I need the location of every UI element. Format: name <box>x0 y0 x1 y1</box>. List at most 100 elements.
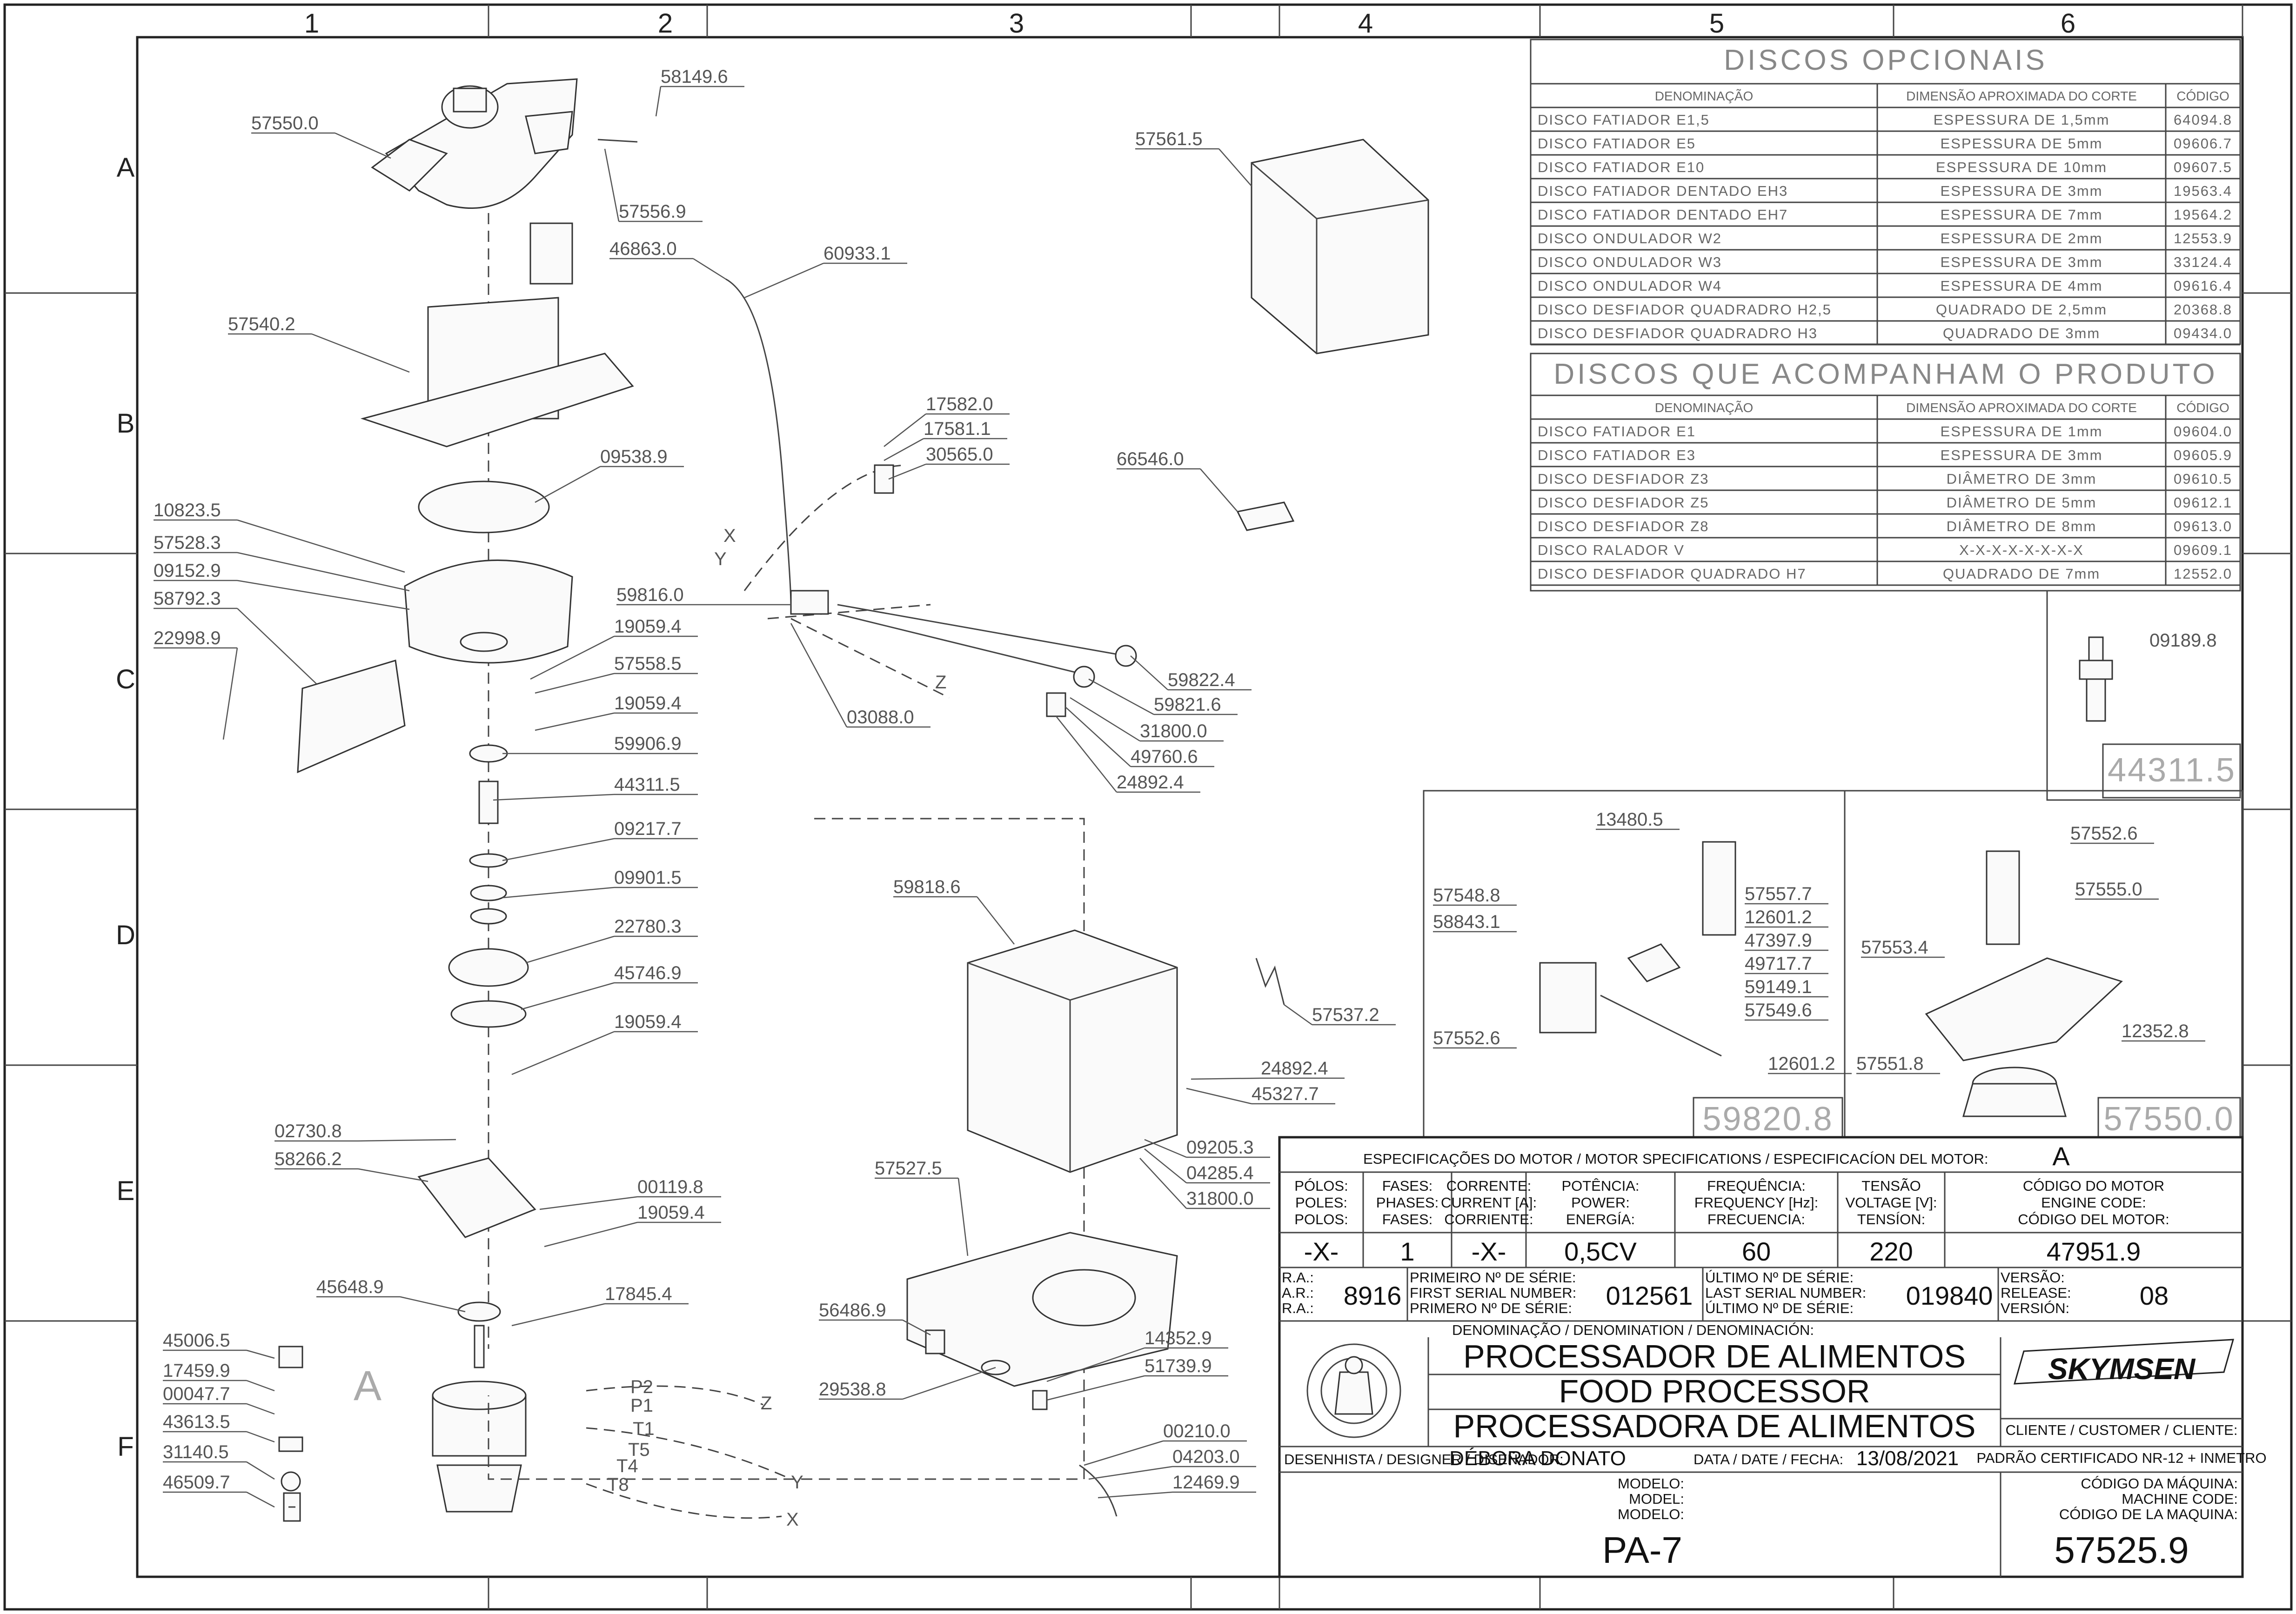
housing <box>967 929 1178 1173</box>
ra-value: 8916 <box>1344 1281 1402 1310</box>
disc-code: 09616.4 <box>2174 278 2232 294</box>
part-label: 04285.4 <box>1186 1163 1254 1183</box>
wire-label: P1 <box>630 1395 653 1416</box>
part-label: 66546.0 <box>1117 449 1184 469</box>
lid-view-code: 57550.0 <box>2103 1100 2234 1138</box>
leader-line <box>884 438 924 461</box>
disc-dimension: DIÂMETRO DE 3mm <box>1947 471 2097 487</box>
leader-line <box>237 519 405 573</box>
disc-name: DISCO FATIADOR E3 <box>1538 447 1696 463</box>
leader-line <box>1144 1139 1187 1158</box>
ra-label: R.A.: <box>1282 1300 1314 1316</box>
leader-line <box>902 1367 996 1400</box>
spec-value: 1 <box>1400 1237 1414 1266</box>
part-label: 19059.4 <box>614 1012 682 1032</box>
machine-code-value: 57525.9 <box>2054 1529 2189 1571</box>
part-label: 22780.3 <box>614 916 682 937</box>
small-part-66546 <box>1236 501 1295 531</box>
table-header: DENOMINAÇÃO <box>1655 400 1754 415</box>
denomination-label: DENOMINAÇÃO / DENOMINATION / DENOMINACIÓ… <box>1452 1322 1814 1338</box>
leader-line <box>222 647 238 740</box>
disc-name: DISCO FATIADOR E1 <box>1538 423 1696 440</box>
leader-line <box>311 333 410 373</box>
outer-frame <box>3 3 2293 1611</box>
lid-part-label: 57555.0 <box>2075 879 2142 900</box>
leader-line <box>521 982 615 1010</box>
version-label: VERSÃO: <box>2001 1269 2065 1286</box>
disc-dimension: ESPESSURA DE 5mm <box>1941 135 2103 152</box>
leader-line <box>1046 1375 1145 1401</box>
grid-row-label: D <box>116 920 135 950</box>
part-label: 09901.5 <box>614 867 682 888</box>
leader-line <box>604 148 620 222</box>
lid-part-label: 57553.4 <box>1861 937 1928 958</box>
wire-label: T1 <box>633 1419 655 1439</box>
part-label: 30565.0 <box>926 444 993 465</box>
last-serial-label: LAST SERIAL NUMBER: <box>1705 1285 1866 1301</box>
leader-line <box>977 896 1015 945</box>
leader-line <box>493 794 615 801</box>
grid-ticks <box>5 5 2291 1609</box>
part-label: 24892.4 <box>1117 772 1184 793</box>
shaft-view-code: 44311.5 <box>2108 752 2236 789</box>
model-label: MODEL: <box>1629 1491 1684 1507</box>
date-label: DATA / DATE / FECHA: <box>1694 1451 1843 1467</box>
disc-name: DISCO ONDULADOR W3 <box>1538 254 1722 270</box>
spec-header: TENSÍON: <box>1857 1211 1925 1227</box>
detail-shaft-view: 09189.8 44311.5 <box>2046 591 2241 801</box>
leader-line <box>335 132 391 159</box>
enclosure-outline <box>488 818 1085 1480</box>
spec-header: FREQUÊNCIA: <box>1707 1178 1806 1194</box>
disc-dimension: ESPESSURA DE 4mm <box>1941 278 2103 294</box>
part-label: 57556.9 <box>619 201 686 222</box>
first-serial-label: FIRST SERIAL NUMBER: <box>1410 1285 1576 1301</box>
disc-name: DISCO RALADOR V <box>1538 542 1685 558</box>
part-label: 58792.3 <box>154 588 221 609</box>
leader-line <box>544 1221 638 1247</box>
base <box>906 1232 1178 1517</box>
spec-value: 0,5CV <box>1564 1237 1637 1266</box>
wire-label: T5 <box>628 1440 650 1460</box>
leader-line <box>511 1303 605 1327</box>
wire-harness <box>725 278 1137 717</box>
first-serial-value: 012561 <box>1606 1281 1693 1310</box>
grid-column-label: 4 <box>1358 8 1373 39</box>
spec-header: VOLTAGE [V]: <box>1846 1194 1937 1211</box>
disc-dimension: QUADRADO DE 2,5mm <box>1936 301 2107 318</box>
part-label: 09205.3 <box>1186 1137 1254 1158</box>
motor-spec-label: ESPECIFICAÇÕES DO MOTOR / MOTOR SPECIFIC… <box>1363 1151 1988 1167</box>
model-label: MODELO: <box>1618 1475 1684 1492</box>
part-label: 31800.0 <box>1186 1188 1254 1209</box>
table-header: DIMENSÃO APROXIMADA DO CORTE <box>1906 400 2137 415</box>
leader-line <box>246 1491 275 1508</box>
part-label: 43613.5 <box>163 1412 230 1432</box>
disc-dimension: ESPESSURA DE 2mm <box>1941 230 2103 247</box>
leader-line <box>790 623 848 727</box>
disc-name: DISCO FATIADOR E1,5 <box>1538 112 1710 128</box>
switch-part-label: 57548.8 <box>1433 885 1500 906</box>
leader-line <box>744 262 824 299</box>
part-label: 58266.2 <box>274 1149 342 1169</box>
spec-header: CORRENTE: <box>1446 1178 1532 1194</box>
leader-line <box>957 1178 969 1256</box>
disc-name: DISCO FATIADOR E10 <box>1538 159 1705 175</box>
part-label: 19059.4 <box>637 1202 705 1223</box>
disc-dimension: ESPESSURA DE 1,5mm <box>1934 112 2110 128</box>
spec-header: POLES: <box>1295 1194 1347 1211</box>
part-label: 45746.9 <box>614 963 682 983</box>
wire-label: T4 <box>616 1456 638 1476</box>
disc-dimension: ESPESSURA DE 3mm <box>1941 447 2103 463</box>
disc-code: 19563.4 <box>2174 183 2232 199</box>
part-label: 45327.7 <box>1252 1084 1319 1104</box>
product-name-en: FOOD PROCESSOR <box>1559 1373 1870 1409</box>
model-label: MODELO: <box>1618 1506 1684 1522</box>
disc-name: DISCO FATIADOR DENTADO EH3 <box>1538 183 1788 199</box>
first-serial-label: PRIMERO Nº DE SÉRIE: <box>1410 1300 1572 1316</box>
disc-dimension: ESPESSURA DE 3mm <box>1941 254 2103 270</box>
part-label: 57561.5 <box>1135 129 1203 149</box>
leader-line <box>1139 1158 1187 1209</box>
wire-label: T8 <box>607 1474 629 1495</box>
part-label: 57527.5 <box>875 1158 942 1179</box>
disc-code: 09605.9 <box>2174 447 2232 463</box>
